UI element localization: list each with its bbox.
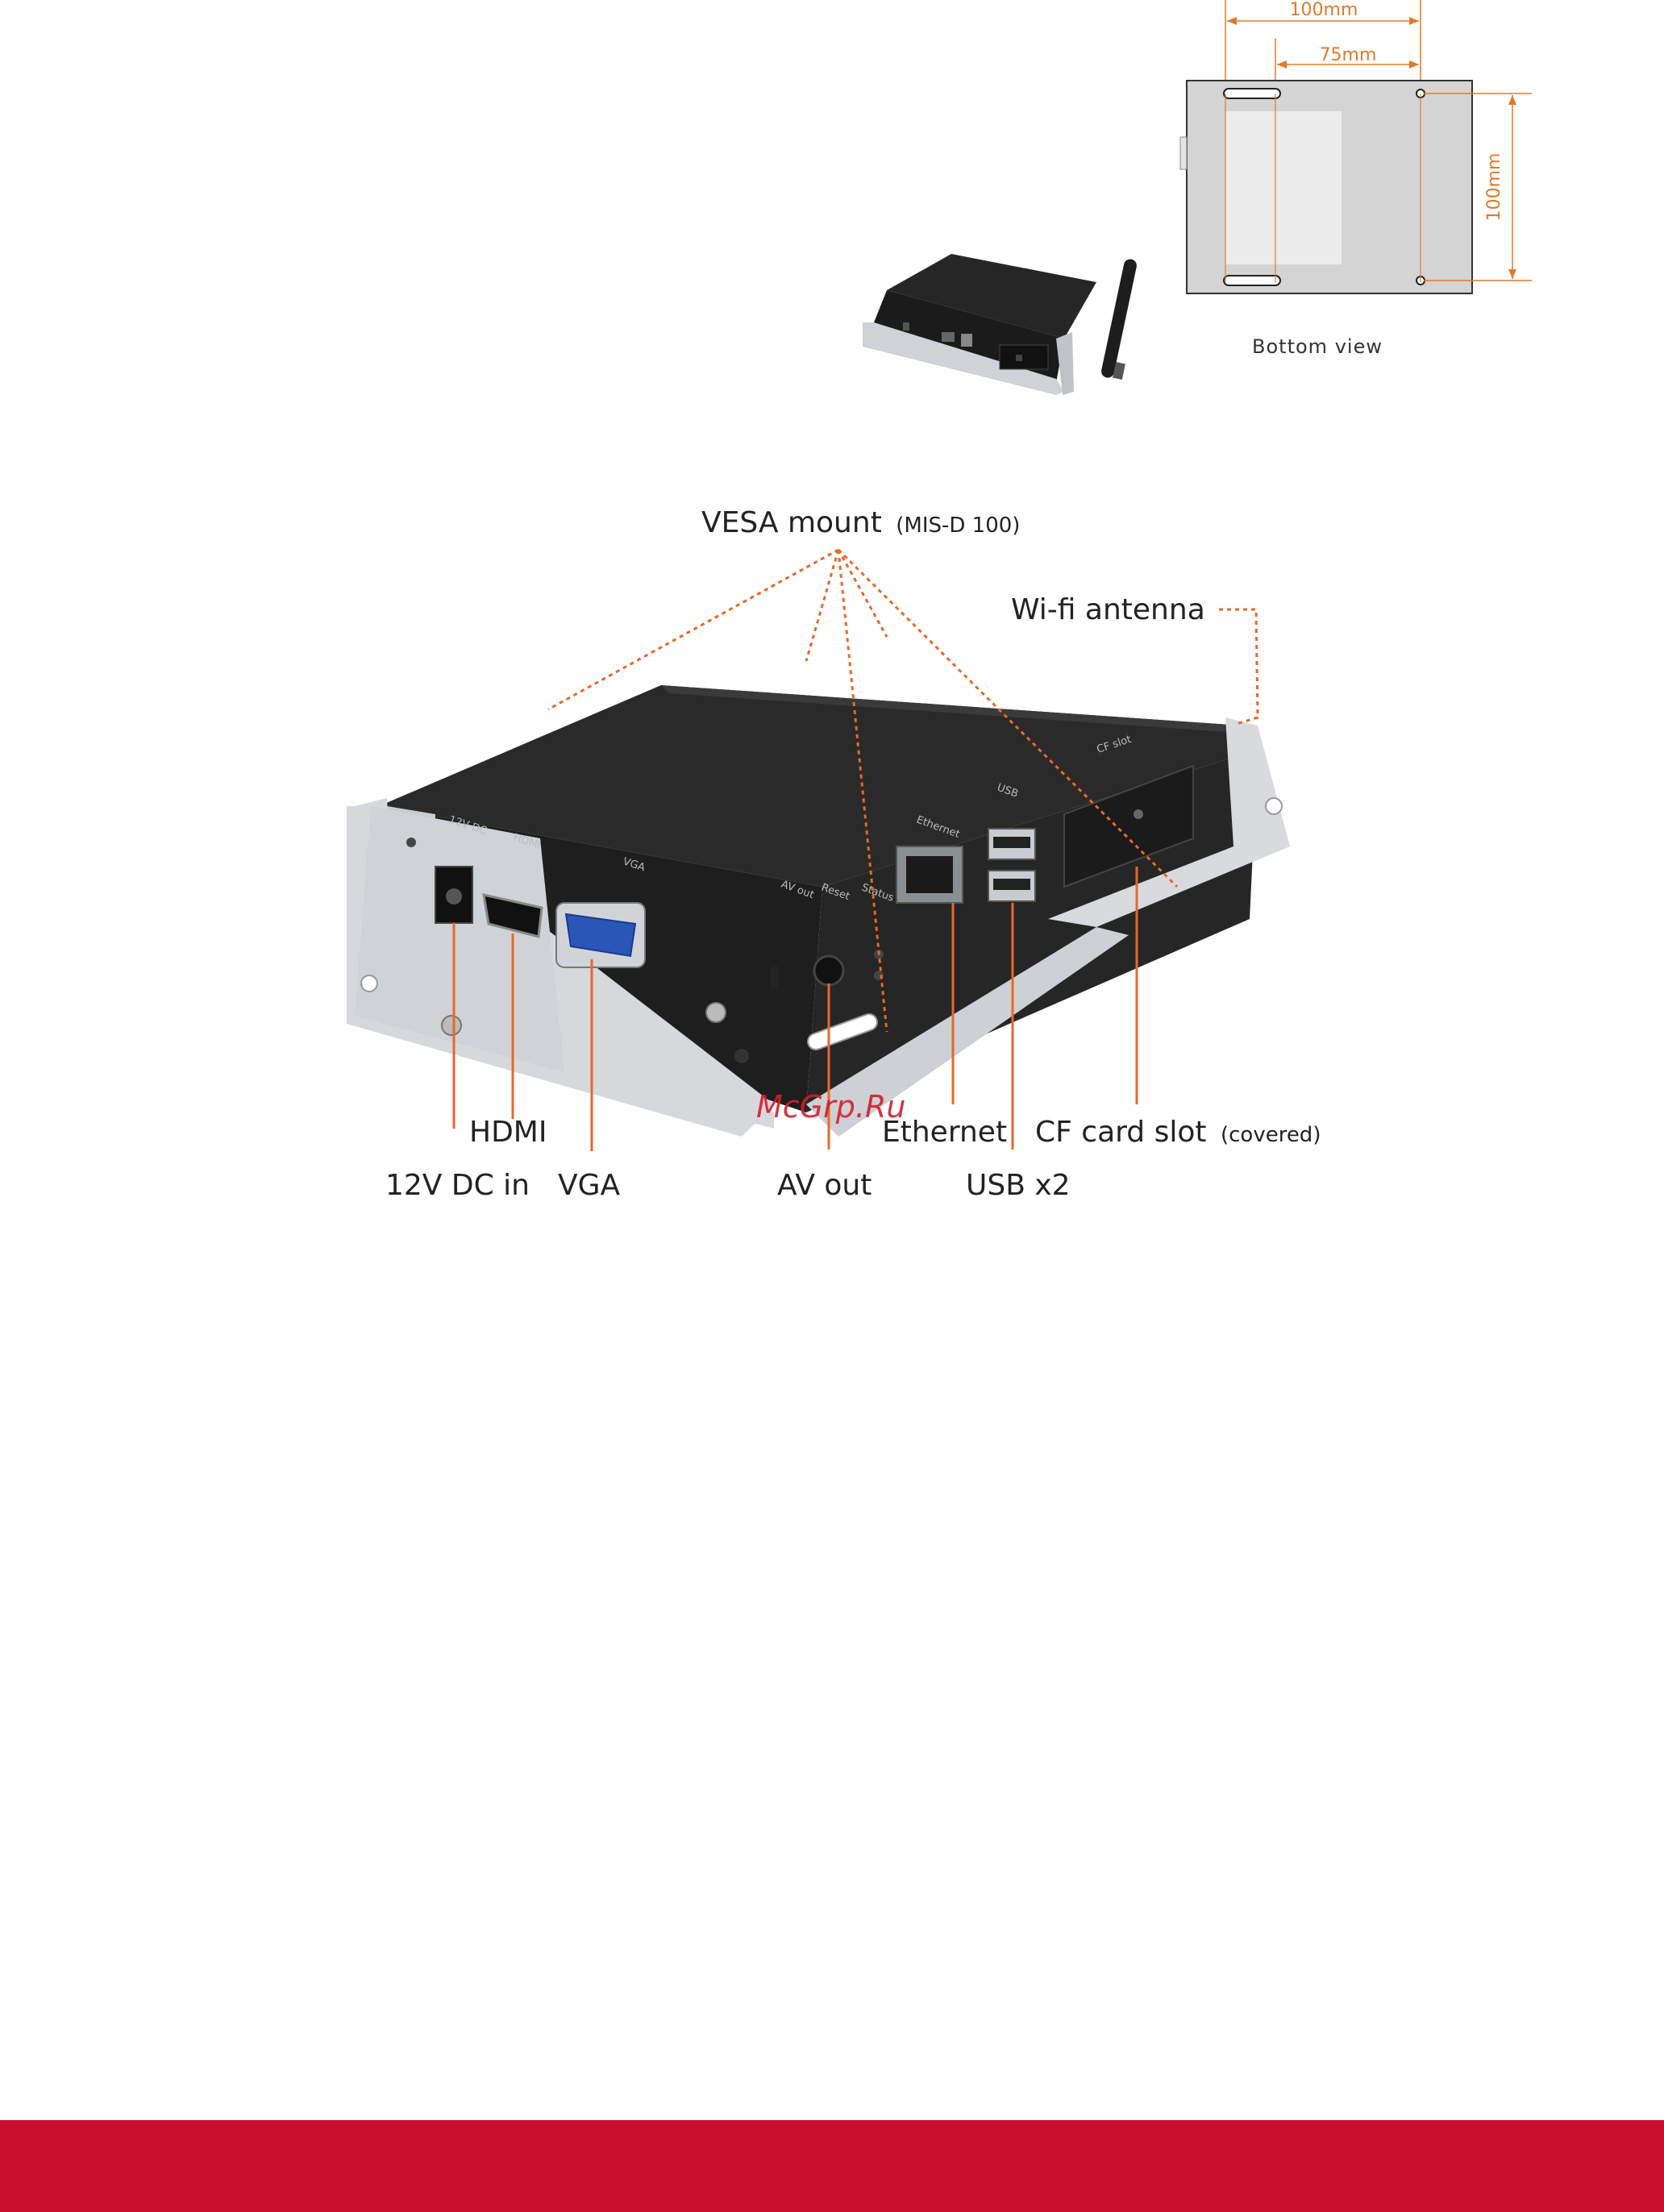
dc-in-label: 12V DC in: [385, 1169, 530, 1202]
vesa-mount-label: VESA mount (MIS-D 100): [701, 506, 1020, 539]
product-thumbnail: [855, 242, 1145, 403]
watermark-text: McGrp.Ru: [756, 1089, 905, 1125]
usb-label: USB x2: [966, 1169, 1071, 1202]
device-illustration: 12V DC HDMI VGA AV out Reset Status Ethe…: [347, 685, 1290, 1137]
vga-label: VGA: [558, 1169, 621, 1202]
bottom-view-drawing: 100mm 75mm 100mm Bottom view: [1161, 0, 1548, 371]
footer-band: [0, 2120, 1664, 2212]
dim-width-inner-label: 75mm: [1320, 45, 1377, 65]
dim-width-outer-label: 100mm: [1290, 0, 1358, 20]
av-out-label: AV out: [777, 1169, 872, 1202]
dim-height-label: 100mm: [1484, 153, 1504, 222]
device-port-diagram: 12V DC HDMI VGA AV out Reset Status Ethe…: [322, 468, 1371, 1225]
antenna-icon: [1100, 258, 1138, 380]
bottom-view-caption: Bottom view: [1252, 335, 1383, 358]
wifi-antenna-label: Wi-fi antenna: [1011, 593, 1205, 626]
cf-slot-label: CF card slot (covered): [1035, 1116, 1321, 1149]
hdmi-label: HDMI: [469, 1116, 547, 1149]
